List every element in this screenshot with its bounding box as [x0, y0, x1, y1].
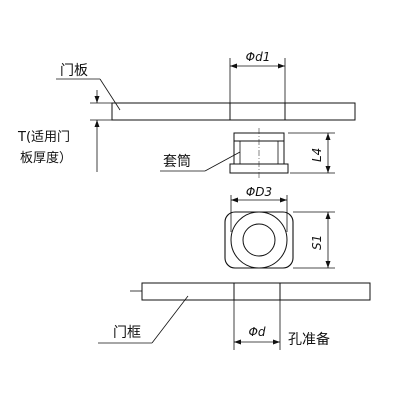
hole-prep-label: 孔准备 — [288, 331, 330, 348]
door-panel-right-section — [284, 102, 356, 121]
door-frame-right-section — [279, 282, 371, 301]
dimension-D3: ΦD3 — [230, 185, 288, 232]
dimension-L4-label: L4 — [310, 148, 324, 162]
sleeve — [229, 128, 289, 178]
dimension-D3-label: ΦD3 — [246, 185, 272, 199]
door-frame — [130, 282, 371, 301]
door-panel-left-section — [111, 102, 231, 121]
door-panel-label: 门板 — [60, 63, 88, 79]
dimension-S1-label: S1 — [310, 235, 324, 250]
dimension-S1: S1 — [293, 211, 335, 269]
sleeve-label: 套筒 — [163, 153, 191, 170]
door-panel-callout: 门板 — [56, 63, 121, 111]
thickness-label-line1: T(适用门 — [17, 130, 70, 145]
door-frame-left-section — [141, 282, 235, 301]
dimension-d-label: Φd — [248, 325, 265, 339]
sleeve-callout: 套筒 — [160, 151, 241, 172]
nut-top-view — [224, 211, 294, 269]
dimension-d1-label: Φd1 — [246, 50, 271, 64]
thickness-label-line2: 板厚度） — [20, 150, 72, 166]
door-frame-callout: 门框 — [98, 295, 189, 344]
door-panel — [111, 102, 356, 121]
dimension-L4: L4 — [288, 132, 335, 174]
dimension-thickness: T(适用门 板厚度） — [17, 90, 112, 172]
door-frame-label: 门框 — [113, 325, 141, 341]
dimension-d: Φd — [233, 300, 281, 350]
dimension-d1: Φd1 — [229, 50, 286, 103]
